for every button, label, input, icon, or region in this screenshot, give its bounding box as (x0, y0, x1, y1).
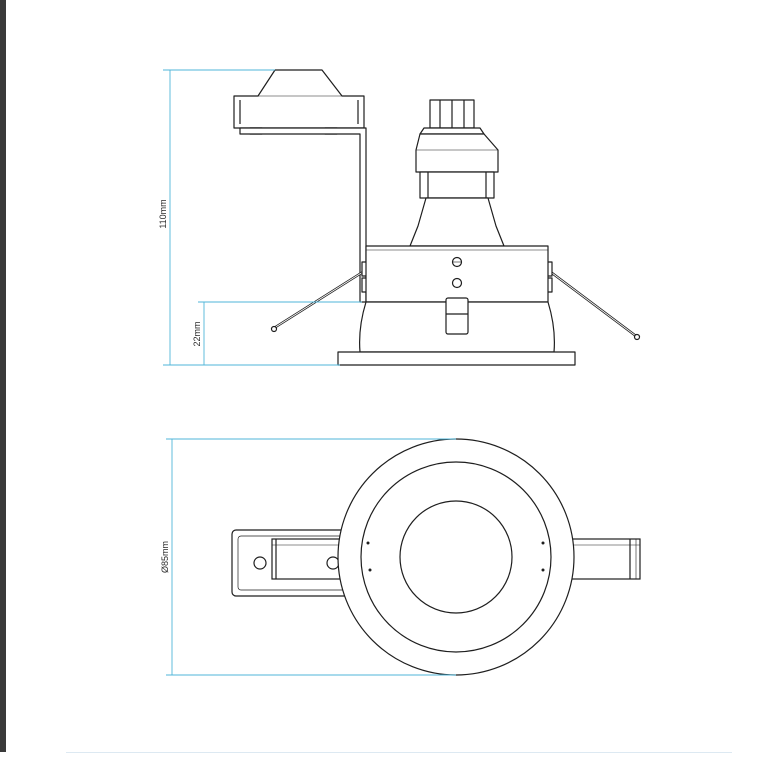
dimension-depth-below-trim: 22mm (192, 321, 202, 346)
fixing-holes (366, 541, 545, 572)
lens-aperture (399, 500, 513, 614)
spring-clip-right (541, 261, 641, 341)
lamp-holder (409, 99, 505, 247)
top-view (231, 438, 641, 676)
dimension-diameter: Ø85mm (160, 541, 170, 573)
side-view (233, 69, 641, 366)
spring-clip-left (270, 261, 373, 333)
trim-middle-circle (360, 461, 552, 653)
side-dimensions (163, 69, 362, 366)
bracket-tab-left (231, 529, 353, 597)
trim-outer-circle (337, 438, 575, 676)
mounting-bracket (239, 127, 367, 303)
junction-box (233, 69, 365, 135)
dimension-total-height: 110mm (158, 199, 168, 228)
housing-body (359, 245, 555, 353)
trim-flange (337, 351, 576, 366)
diameter-dimension (166, 438, 456, 676)
bottom-rule (66, 752, 732, 753)
page-left-border (0, 0, 6, 752)
